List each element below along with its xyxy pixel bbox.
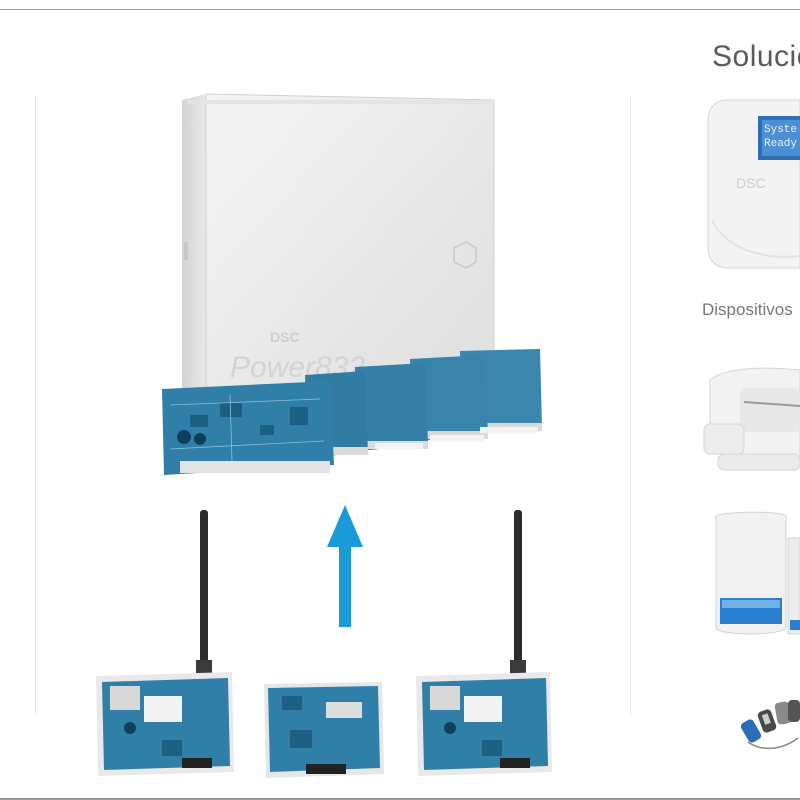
control-boards-stack xyxy=(162,349,542,475)
outdoor-siren xyxy=(715,511,800,635)
left-divider xyxy=(35,95,36,715)
key-fob xyxy=(788,700,800,722)
cellular-communicator-left xyxy=(96,510,234,776)
top-border xyxy=(0,9,800,10)
keypad-display-line-2: Ready xyxy=(764,138,797,150)
panel-brand-logo: DSC xyxy=(270,329,300,345)
right-divider xyxy=(630,95,631,715)
proximity-tags xyxy=(740,700,800,750)
key-fob xyxy=(740,719,762,743)
section-heading: Solucio xyxy=(712,40,800,73)
keypad-logo: DSC xyxy=(736,175,766,191)
alarm-keypad: Syste Ready DSC xyxy=(707,99,800,269)
up-arrow-icon xyxy=(327,505,363,627)
circuit-board-main xyxy=(162,381,334,475)
keypad-display-line-1: Syste xyxy=(764,124,797,136)
alarm-panel-enclosure: DSC Power832 xyxy=(182,93,495,413)
antenna-icon xyxy=(510,510,526,676)
key-fob xyxy=(757,709,777,733)
network-communicator-center xyxy=(264,682,384,778)
bottom-border xyxy=(0,798,800,800)
key-fob xyxy=(774,701,792,725)
motion-detector xyxy=(703,367,800,471)
devices-caption: Dispositivos xyxy=(702,300,793,319)
antenna-icon xyxy=(196,510,212,676)
cellular-communicator-right xyxy=(416,510,552,776)
